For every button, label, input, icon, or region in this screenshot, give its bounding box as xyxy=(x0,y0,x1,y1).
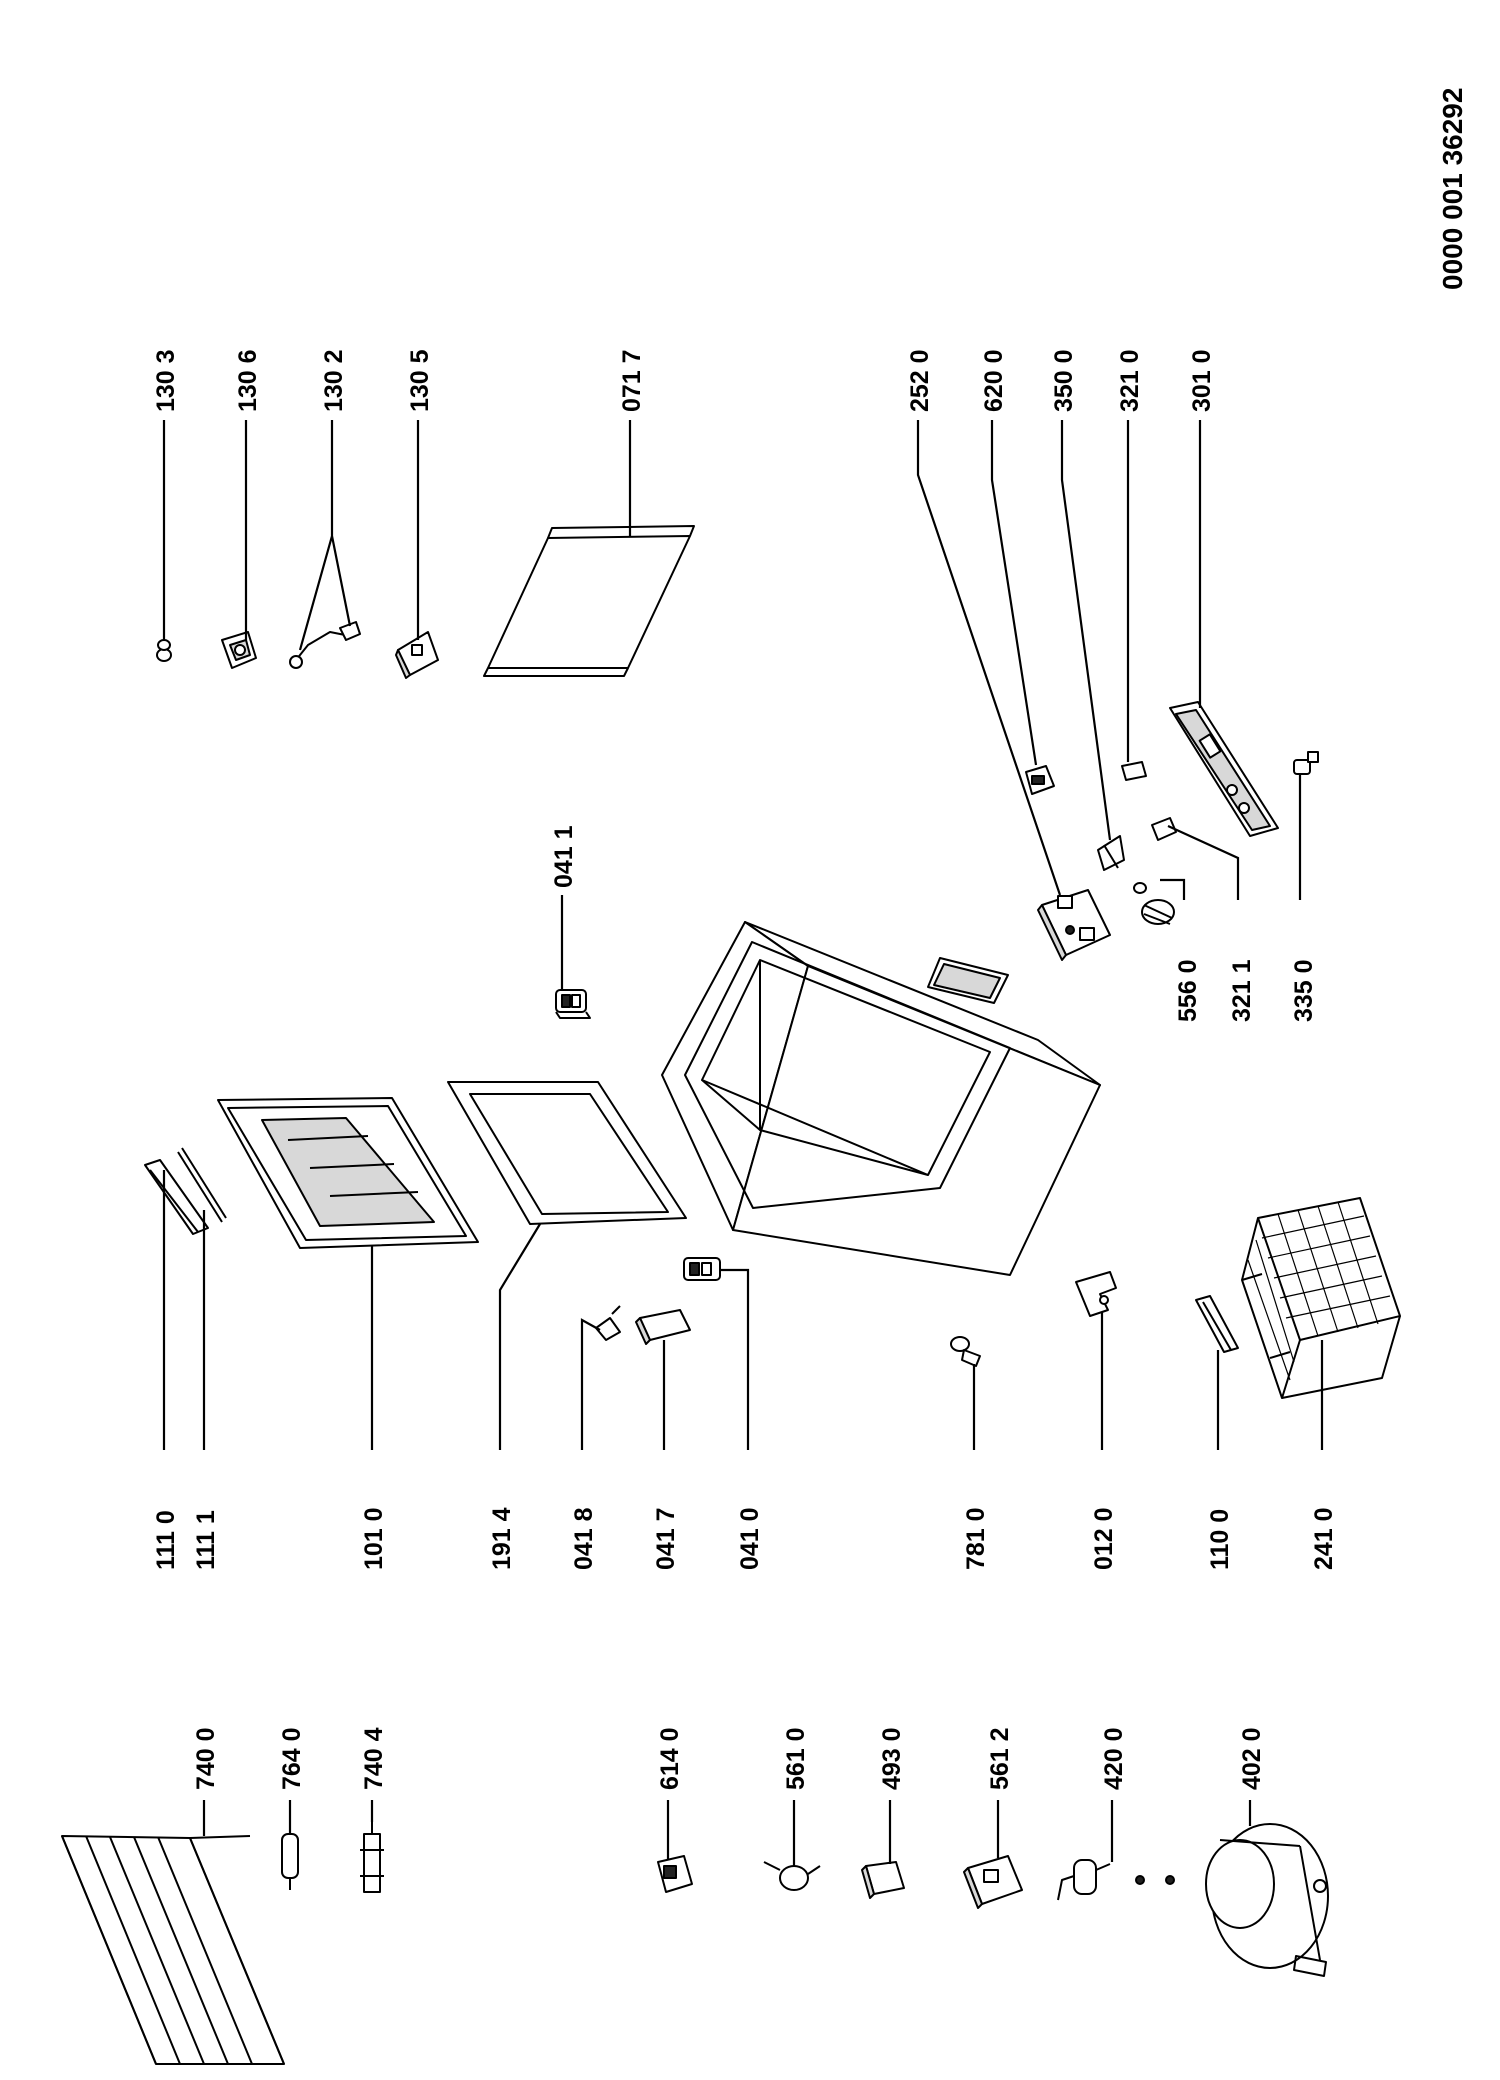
leader-191-4 xyxy=(498,1223,541,1450)
part-130-3-screw-icon xyxy=(156,639,172,662)
label-130-2: 130 2 xyxy=(320,349,348,412)
part-110-0-handle-bar-icon xyxy=(1195,1295,1239,1353)
document-number: 0000 001 36292 xyxy=(1437,88,1468,290)
label-335-0: 335 0 xyxy=(1290,959,1318,1022)
label-191-4: 191 4 xyxy=(488,1507,516,1570)
label-620-0: 620 0 xyxy=(980,349,1008,412)
part-041-7-lock-housing-icon xyxy=(635,1309,691,1345)
leader-556-0 xyxy=(1160,878,1186,900)
label-493-0: 493 0 xyxy=(878,1727,906,1790)
part-301-0-control-panel-icon xyxy=(1169,701,1279,837)
label-350-0: 350 0 xyxy=(1050,349,1078,412)
leader-130-2 xyxy=(298,420,352,651)
part-241-0-wire-basket-icon xyxy=(1241,1197,1401,1399)
part-191-4-gasket-icon xyxy=(447,1081,687,1225)
part-071-7-grille-icon xyxy=(483,525,695,677)
part-321-0-switch-icon xyxy=(1121,761,1147,781)
part-101-0-lid-icon xyxy=(217,1097,479,1249)
part-614-0-relay-icon xyxy=(657,1855,693,1893)
label-556-0: 556 0 xyxy=(1174,959,1202,1022)
label-111-1: 111 1 xyxy=(192,1510,220,1570)
label-402-0: 402 0 xyxy=(1238,1727,1266,1790)
part-041-8-hook-icon xyxy=(595,1305,621,1341)
label-110-0: 110 0 xyxy=(1206,1509,1234,1570)
label-130-6: 130 6 xyxy=(234,349,262,412)
label-764-0: 764 0 xyxy=(278,1727,306,1790)
leader-041-0 xyxy=(720,1268,750,1450)
part-252-0-control-unit-icon xyxy=(1037,889,1111,961)
label-041-1: 041 1 xyxy=(550,825,578,888)
leader-252-0 xyxy=(916,420,1062,896)
label-420-0: 420 0 xyxy=(1100,1727,1128,1790)
part-111-1-strip-icon xyxy=(177,1147,227,1223)
label-781-0: 781 0 xyxy=(962,1507,990,1570)
part-561-2-relay-block-icon xyxy=(963,1855,1023,1909)
label-071-7: 071 7 xyxy=(618,349,646,412)
label-301-0: 301 0 xyxy=(1188,349,1216,412)
leader-350-0 xyxy=(1060,420,1112,841)
part-130-6-bracket-icon xyxy=(221,631,257,669)
part-402-0-compressor-icon xyxy=(1205,1823,1329,1977)
part-781-0-icon xyxy=(950,1336,981,1367)
label-321-1: 321 1 xyxy=(1228,959,1256,1022)
leader-620-0 xyxy=(990,420,1038,766)
label-041-8: 041 8 xyxy=(570,1507,598,1570)
label-041-0: 041 0 xyxy=(736,1507,764,1570)
label-740-0: 740 0 xyxy=(192,1727,220,1790)
part-620-0-component-icon xyxy=(1025,765,1055,795)
label-130-5: 130 5 xyxy=(406,349,434,412)
label-111-0: 111 0 xyxy=(152,1510,180,1570)
label-561-2: 561 2 xyxy=(986,1727,1014,1790)
part-561-0-overload-icon xyxy=(763,1861,821,1891)
part-111-0-handle-icon xyxy=(144,1159,209,1235)
label-321-0: 321 0 xyxy=(1116,349,1144,412)
label-561-0: 561 0 xyxy=(782,1727,810,1790)
part-012-0-bracket-icon xyxy=(1075,1271,1117,1317)
part-350-0-thermostat-clip-icon xyxy=(1097,835,1125,871)
part-335-0-lamp-icon xyxy=(1293,751,1319,775)
part-493-0-cover-icon xyxy=(861,1861,905,1899)
part-420-0-capacitor-icon xyxy=(1057,1859,1175,1901)
label-101-0: 101 0 xyxy=(360,1507,388,1570)
label-614-0: 614 0 xyxy=(656,1727,684,1790)
part-740-4-capillary-icon xyxy=(360,1822,384,1893)
leader-321-1 xyxy=(1167,824,1240,900)
part-041-1-hinge-icon xyxy=(555,989,591,1019)
label-740-4: 740 4 xyxy=(360,1727,388,1790)
part-labels: 130 3 130 6 130 2 130 5 071 7 252 0 620 … xyxy=(152,349,1338,1790)
leader-041-8 xyxy=(580,1318,601,1450)
part-041-0-hinge-icon xyxy=(683,1257,721,1281)
label-252-0: 252 0 xyxy=(906,349,934,412)
part-321-1-lamp-holder-icon xyxy=(1151,817,1177,841)
label-130-3: 130 3 xyxy=(152,349,180,412)
label-241-0: 241 0 xyxy=(1310,1507,1338,1570)
label-012-0: 012 0 xyxy=(1090,1507,1118,1570)
label-041-7: 041 7 xyxy=(652,1507,680,1570)
part-556-0-spring-knob-icon xyxy=(1133,882,1175,925)
leader-lines xyxy=(162,420,1324,1866)
cabinet-body-icon xyxy=(661,921,1101,1276)
part-740-0-condenser-icon xyxy=(61,1835,285,2065)
